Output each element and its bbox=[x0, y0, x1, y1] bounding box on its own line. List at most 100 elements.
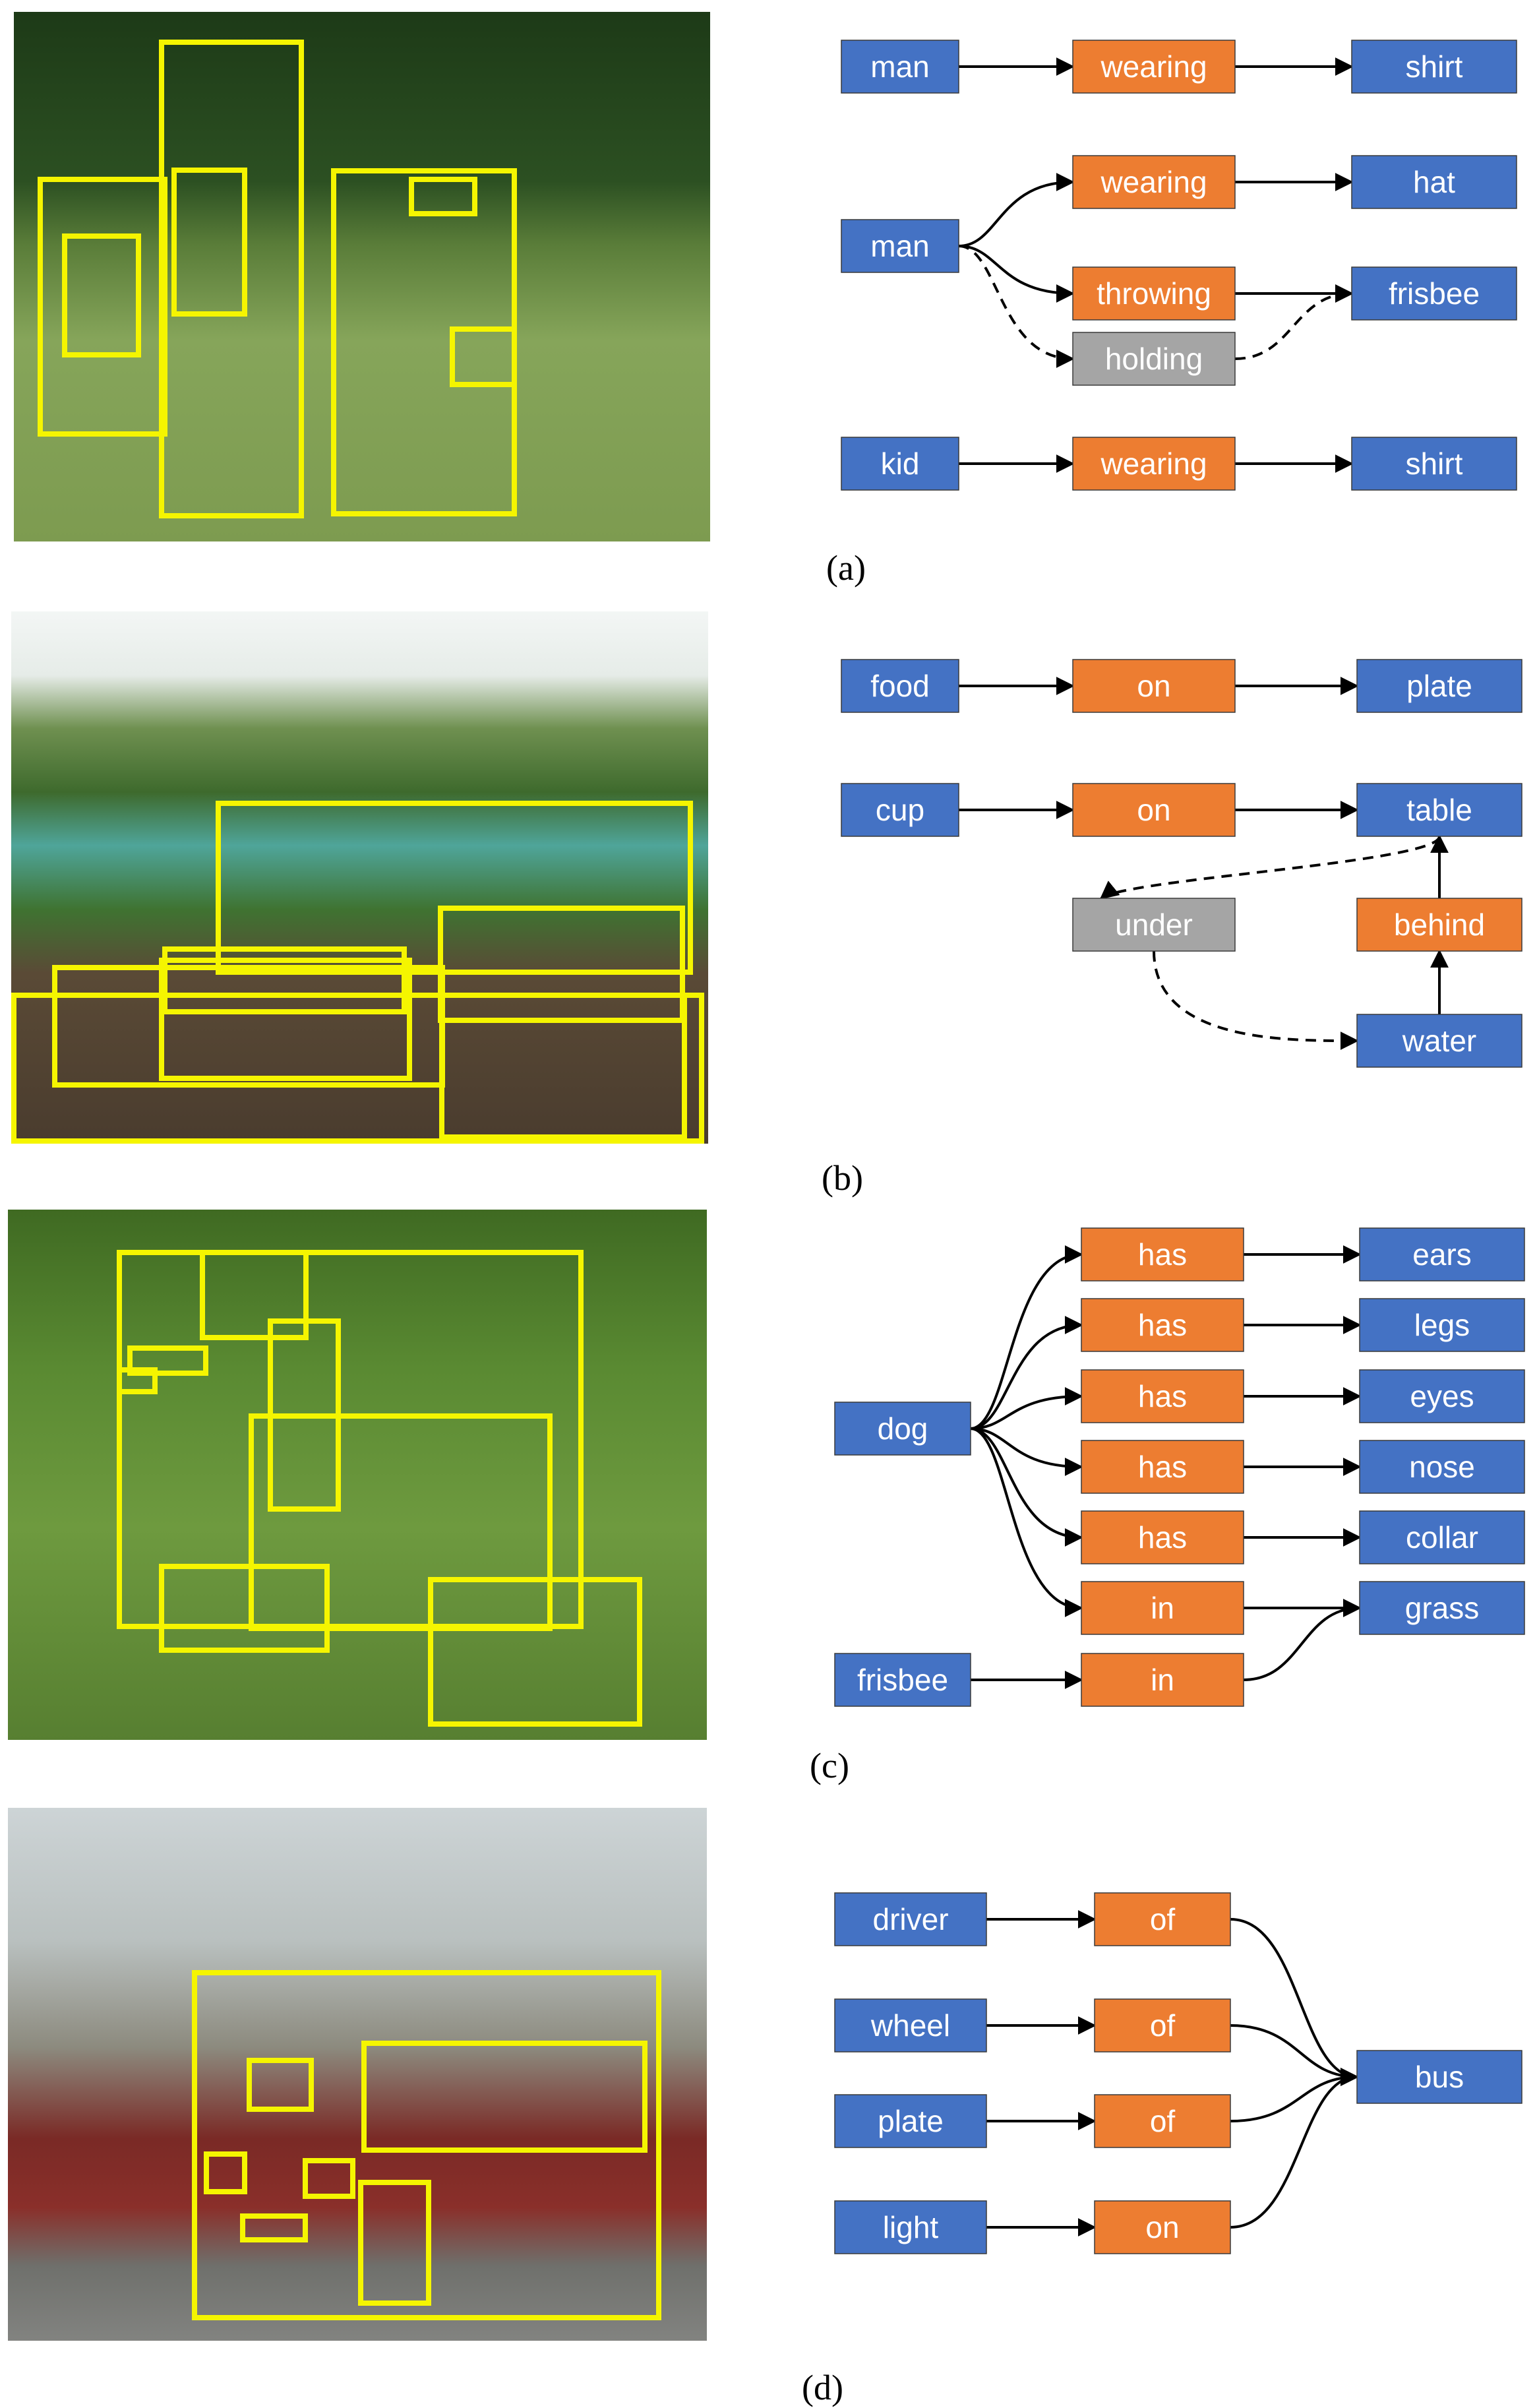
node-box bbox=[1081, 1653, 1244, 1707]
node-box bbox=[1356, 898, 1522, 952]
node-label: has bbox=[1138, 1237, 1187, 1272]
node-a_hat: hat bbox=[1351, 155, 1517, 209]
edge-d_of1-to-d_bus bbox=[1230, 1918, 1359, 2086]
node-label: wearing bbox=[1100, 49, 1207, 84]
node-label: ears bbox=[1412, 1237, 1471, 1272]
edge-c_dog-to-c_has5 bbox=[970, 1427, 1083, 1547]
node-c_collar: collar bbox=[1359, 1510, 1525, 1564]
node-label: holding bbox=[1105, 342, 1203, 376]
node-a_frisbee: frisbee bbox=[1351, 266, 1517, 321]
node-d_bus: bus bbox=[1356, 2050, 1522, 2104]
node-label: legs bbox=[1414, 1308, 1470, 1342]
node-d_on: on bbox=[1094, 2200, 1231, 2254]
edge-c_dog-to-c_in1 bbox=[970, 1427, 1083, 1617]
node-box bbox=[1094, 1892, 1231, 1946]
node-label: in bbox=[1151, 1663, 1174, 1697]
node-label: frisbee bbox=[857, 1663, 948, 1697]
node-label: cup bbox=[876, 793, 924, 827]
node-box bbox=[1081, 1369, 1244, 1423]
edge-c_dog-to-c_has4 bbox=[970, 1427, 1083, 1476]
node-label: shirt bbox=[1406, 49, 1463, 84]
edge-a_man2-to-a_holding bbox=[958, 245, 1075, 368]
node-label: plate bbox=[1406, 669, 1472, 703]
node-box bbox=[1351, 437, 1517, 491]
node-box bbox=[834, 1653, 971, 1707]
node-box bbox=[1072, 266, 1236, 321]
node-box bbox=[1351, 155, 1517, 209]
node-box bbox=[1359, 1227, 1525, 1281]
node-label: on bbox=[1137, 669, 1170, 703]
node-box bbox=[1081, 1227, 1244, 1281]
node-label: under bbox=[1115, 908, 1193, 942]
node-box bbox=[1359, 1440, 1525, 1494]
node-box bbox=[1072, 659, 1236, 713]
node-label: collar bbox=[1406, 1520, 1478, 1555]
node-c_frisbee: frisbee bbox=[834, 1653, 971, 1707]
node-box bbox=[841, 783, 959, 837]
node-label: table bbox=[1406, 793, 1472, 827]
node-label: food bbox=[870, 669, 930, 703]
node-label: grass bbox=[1405, 1591, 1479, 1625]
edge-c_dog-to-c_has3 bbox=[970, 1387, 1083, 1430]
edge-b_under-to-b_water bbox=[1153, 950, 1359, 1051]
node-d_of2: of bbox=[1094, 1998, 1231, 2053]
node-label: kid bbox=[881, 447, 920, 481]
node-box bbox=[1356, 783, 1522, 837]
node-box bbox=[1072, 40, 1236, 94]
node-a_throwing: throwing bbox=[1072, 266, 1236, 321]
node-c_has4: has bbox=[1081, 1440, 1244, 1494]
node-a_kid: kid bbox=[841, 437, 959, 491]
node-box bbox=[1356, 659, 1522, 713]
node-c_eyes: eyes bbox=[1359, 1369, 1525, 1423]
edge-d_of3-to-d_bus bbox=[1230, 2068, 1359, 2122]
node-label: plate bbox=[878, 2104, 944, 2138]
node-c_has5: has bbox=[1081, 1510, 1244, 1564]
node-d_light: light bbox=[834, 2200, 987, 2254]
node-box bbox=[1072, 783, 1236, 837]
node-a_man1: man bbox=[841, 40, 959, 94]
node-c_ears: ears bbox=[1359, 1227, 1525, 1281]
node-b_plate: plate bbox=[1356, 659, 1522, 713]
node-b_on2: on bbox=[1072, 783, 1236, 837]
node-label: of bbox=[1150, 1902, 1176, 1936]
node-a_shirt2: shirt bbox=[1351, 437, 1517, 491]
node-label: has bbox=[1138, 1450, 1187, 1484]
caption-c: (c) bbox=[810, 1746, 849, 1785]
node-box bbox=[834, 1998, 987, 2053]
caption-d: (d) bbox=[802, 2368, 843, 2407]
edge-d_of2-to-d_bus bbox=[1230, 2024, 1359, 2086]
node-label: bus bbox=[1415, 2060, 1464, 2094]
node-label: light bbox=[883, 2210, 939, 2244]
node-b_cup: cup bbox=[841, 783, 959, 837]
node-b_water: water bbox=[1356, 1014, 1522, 1068]
node-box bbox=[1359, 1581, 1525, 1635]
edge-d_on-to-d_bus bbox=[1230, 2068, 1359, 2229]
photo-c bbox=[8, 1210, 707, 1740]
node-label: has bbox=[1138, 1308, 1187, 1342]
node-label: of bbox=[1150, 2104, 1176, 2138]
node-b_table: table bbox=[1356, 783, 1522, 837]
node-label: hat bbox=[1413, 165, 1455, 199]
node-d_driver: driver bbox=[834, 1892, 987, 1946]
node-label: has bbox=[1138, 1520, 1187, 1555]
node-box bbox=[1359, 1510, 1525, 1564]
edge-c_dog-to-c_has1 bbox=[970, 1245, 1083, 1430]
node-label: wearing bbox=[1100, 165, 1207, 199]
node-box bbox=[1359, 1298, 1525, 1352]
node-box bbox=[1351, 266, 1517, 321]
node-box bbox=[834, 1892, 987, 1946]
node-c_has3: has bbox=[1081, 1369, 1244, 1423]
node-box bbox=[1072, 332, 1236, 386]
node-c_has1: has bbox=[1081, 1227, 1244, 1281]
node-a_holding: holding bbox=[1072, 332, 1236, 386]
node-a_wearing3: wearing bbox=[1072, 437, 1236, 491]
photo-d bbox=[8, 1808, 707, 2341]
node-box bbox=[841, 437, 959, 491]
photo-a bbox=[14, 12, 710, 541]
node-box bbox=[1081, 1298, 1244, 1352]
node-b_food: food bbox=[841, 659, 959, 713]
node-box bbox=[1081, 1440, 1244, 1494]
node-a_man2: man bbox=[841, 219, 959, 273]
node-box bbox=[1094, 2200, 1231, 2254]
node-b_behind: behind bbox=[1356, 898, 1522, 952]
